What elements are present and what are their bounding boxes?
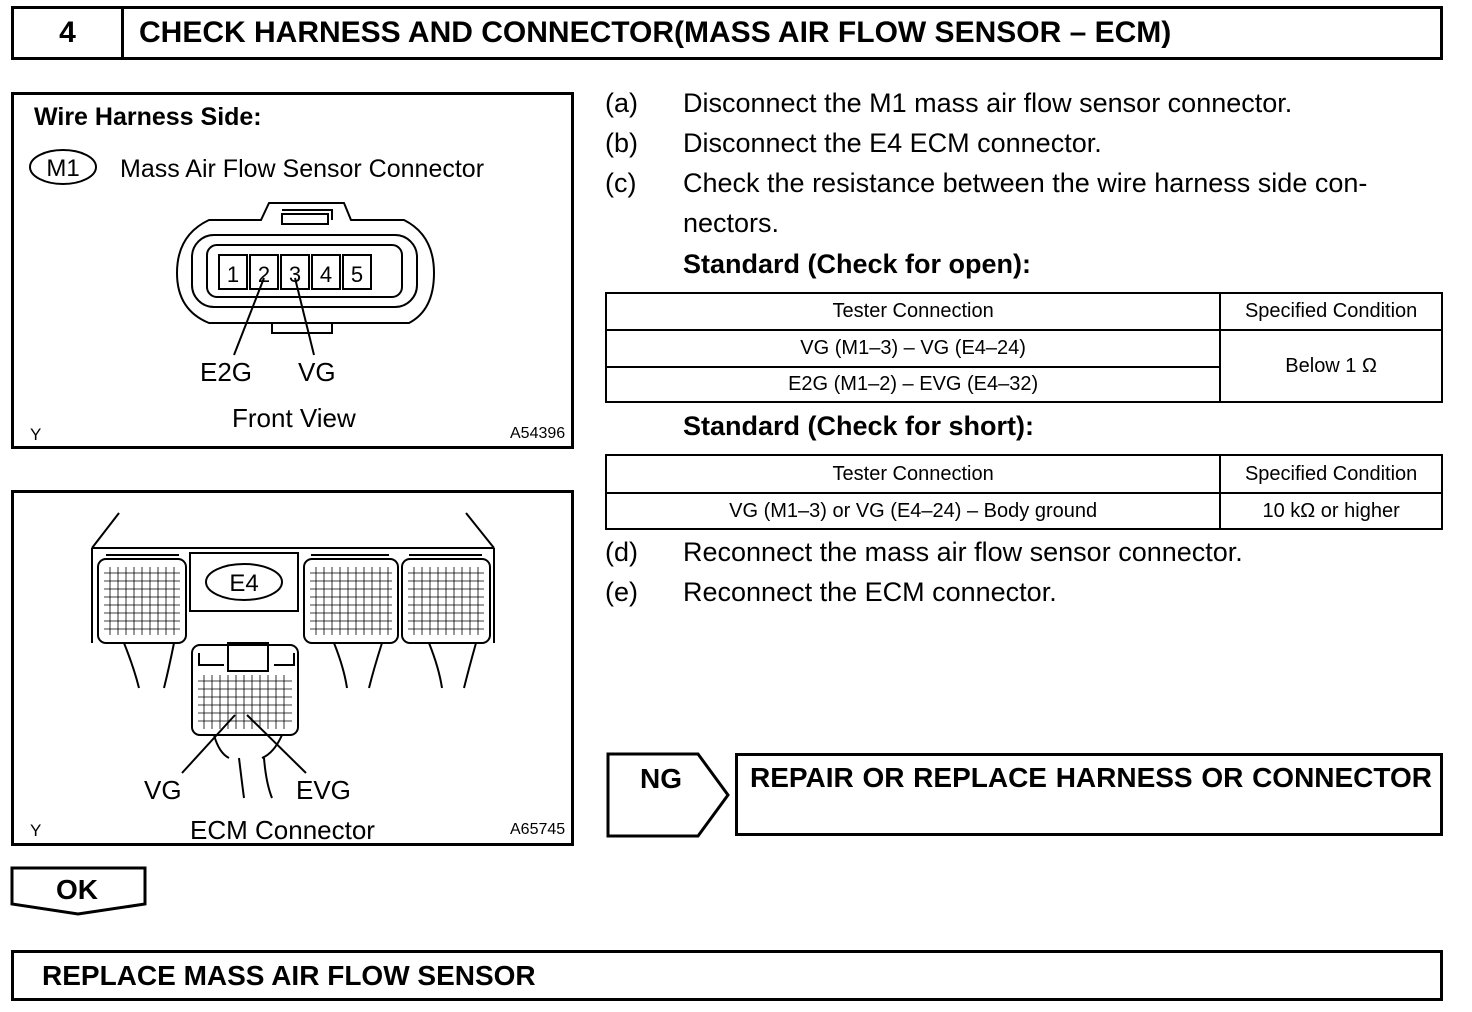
final-action-box: REPLACE MASS AIR FLOW SENSOR xyxy=(11,950,1443,1001)
figure-code: A54396 xyxy=(510,425,566,442)
corner-mark: Y xyxy=(30,425,42,444)
step-key: (a) xyxy=(605,88,638,118)
step-text: Reconnect the mass air flow sensor conne… xyxy=(683,537,1243,567)
step-text: Check the resistance between the wire ha… xyxy=(683,168,1368,198)
step-text: Disconnect the E4 ECM connector. xyxy=(683,128,1102,158)
maf-connector-drawing: 1 2 3 4 5 xyxy=(175,202,436,356)
connector-name: Mass Air Flow Sensor Connector xyxy=(120,155,485,183)
view-caption: Front View xyxy=(232,403,356,433)
figure-heading: Wire Harness Side: xyxy=(34,103,262,131)
table-cell-connection: E2G (M1–2) – EVG (E4–32) xyxy=(604,366,1222,403)
standard-short-table: Tester Connection Specified Condition VG… xyxy=(604,454,1443,530)
table-cell-condition: 10 kΩ or higher xyxy=(1219,492,1443,530)
ok-label: OK xyxy=(56,874,98,905)
pin-label-evg: EVG xyxy=(296,775,351,805)
step-key: (c) xyxy=(605,168,637,198)
final-action-text: REPLACE MASS AIR FLOW SENSOR xyxy=(42,960,536,991)
pin-label-vg: VG xyxy=(144,775,182,805)
col-header-connection: Tester Connection xyxy=(604,292,1222,331)
ng-arrow: NG xyxy=(606,752,730,838)
ecm-caption: ECM Connector xyxy=(190,815,375,845)
col-header-condition: Specified Condition xyxy=(1219,454,1443,494)
col-header-connection: Tester Connection xyxy=(604,454,1222,494)
table-cell-connection: VG (M1–3) or VG (E4–24) – Body ground xyxy=(604,492,1222,530)
step-title: CHECK HARNESS AND CONNECTOR(MASS AIR FLO… xyxy=(139,16,1172,49)
table-cell-connection: VG (M1–3) – VG (E4–24) xyxy=(604,329,1222,368)
step-text: Reconnect the ECM connector. xyxy=(683,577,1057,607)
connector-id: M1 xyxy=(46,155,79,182)
step-c-continued: nectors. xyxy=(683,208,780,238)
pin-label-vg: VG xyxy=(298,357,336,387)
ecm-connector-drawing: E4 xyxy=(91,512,495,799)
ecm-connector-figure: E4 VG EVG ECM Connector Y A65745 xyxy=(11,490,574,846)
ng-action-box: REPAIR OR REPLACE HARNESS OR CONNECTOR xyxy=(735,753,1443,836)
ecm-connector-id: E4 xyxy=(229,570,258,597)
pin-4: 4 xyxy=(320,262,332,287)
pin-1: 1 xyxy=(227,262,239,287)
figure-code: A65745 xyxy=(510,821,566,838)
col-header-condition: Specified Condition xyxy=(1219,292,1443,331)
step-key: (b) xyxy=(605,128,638,158)
ok-arrow: OK xyxy=(10,866,147,916)
ng-label: NG xyxy=(640,763,682,794)
standard-short-heading: Standard (Check for short): xyxy=(683,411,1035,441)
step-text: Disconnect the M1 mass air flow sensor c… xyxy=(683,88,1293,118)
pin-2: 2 xyxy=(258,262,270,287)
ng-action-text: REPAIR OR REPLACE HARNESS OR CONNECTOR xyxy=(750,762,1432,793)
step-key: (d) xyxy=(605,537,638,567)
table-cell-condition: Below 1 Ω xyxy=(1219,329,1443,403)
maf-connector-figure: Wire Harness Side: M1 Mass Air Flow Sens… xyxy=(11,92,574,449)
pin-5: 5 xyxy=(351,262,363,287)
pin-label-e2g: E2G xyxy=(200,357,253,387)
step-number: 4 xyxy=(14,9,124,57)
step-header: 4 CHECK HARNESS AND CONNECTOR(MASS AIR F… xyxy=(11,6,1443,60)
step-key: (e) xyxy=(605,577,638,607)
corner-mark: Y xyxy=(30,821,42,840)
pin-3: 3 xyxy=(289,262,301,287)
standard-open-table: Tester Connection Specified Condition VG… xyxy=(604,292,1443,403)
connector-id-badge: M1 xyxy=(29,149,97,185)
standard-open-heading: Standard (Check for open): xyxy=(683,249,1032,279)
